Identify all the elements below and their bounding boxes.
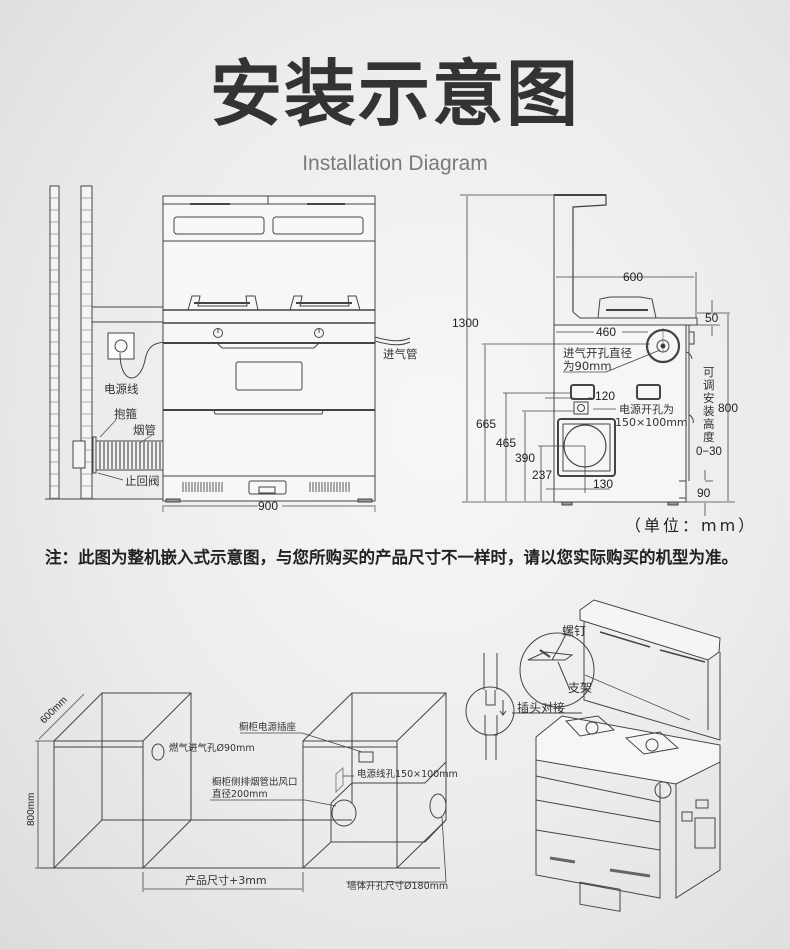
wall-socket	[107, 332, 135, 360]
power-cord-line	[119, 341, 166, 379]
dim-800mm: 800mm	[26, 793, 37, 826]
dim-130: 130	[593, 477, 613, 491]
label-bracket: 支架	[568, 681, 592, 695]
label-clamp: 抱箍	[114, 407, 137, 421]
svg-text:调: 调	[703, 378, 715, 392]
dim-50: 50	[705, 311, 719, 325]
label-check-valve: 止回阀	[125, 474, 160, 488]
label-gas-hole-1: 进气开孔直径	[563, 346, 632, 360]
label-flue-pipe: 烟管	[133, 423, 156, 437]
dim-800: 800	[718, 401, 738, 415]
label-power-hole-2: 150×100mm	[615, 416, 688, 429]
label-product-size: 产品尺寸+3mm	[185, 873, 267, 887]
label-flue-outlet-1: 橱柜侧排烟管出风口	[212, 776, 298, 788]
dim-390: 390	[515, 451, 535, 465]
label-gas-hole-2: 为90mm	[563, 359, 612, 373]
svg-text:0−30: 0−30	[696, 446, 722, 458]
adjustable-height-label: 可 调 安 装 高 度 0−30	[696, 365, 722, 458]
cooker-side	[553, 194, 698, 506]
page-subtitle: Installation Diagram	[302, 152, 488, 175]
label-wall-hole: 墙体开孔尺寸Ø180mm	[347, 880, 448, 892]
dim-600: 600	[623, 270, 643, 284]
unit-note: （单位：mm）	[625, 516, 758, 535]
dim-465: 465	[496, 436, 516, 450]
dim-120: 120	[595, 389, 615, 403]
label-plug-connect: 插头对接	[517, 700, 565, 715]
flue-pipe	[95, 440, 165, 471]
page-title: 安装示意图	[209, 52, 580, 136]
cooker-iso	[535, 715, 721, 912]
power-hole-icon	[573, 401, 589, 415]
svg-text:度: 度	[703, 430, 715, 444]
socket-icon	[358, 751, 374, 763]
label-power-cable-hole: 电源线孔150×100mm	[357, 768, 458, 780]
svg-text:装: 装	[703, 404, 715, 418]
svg-text:可: 可	[703, 365, 715, 379]
label-power-socket: 橱柜电源插座	[239, 721, 297, 733]
label-power-cord: 电源线	[104, 382, 139, 396]
dim-665: 665	[476, 417, 496, 431]
label-screw: 螺钉	[562, 624, 586, 638]
disclaimer-note: 注：此图为整机嵌入式示意图，与您所购买的产品尺寸不一样时，请以您实际购买的机型为…	[45, 548, 738, 567]
dim-90: 90	[697, 486, 711, 500]
label-gas-inlet-pipe: 进气管	[383, 347, 418, 361]
label-gas-inlet-hole: 燃气进气孔Ø90mm	[169, 742, 255, 754]
dim-width-900: 900	[258, 499, 278, 513]
hood-panel	[579, 599, 721, 741]
svg-text:高: 高	[703, 417, 715, 431]
svg-text:安: 安	[703, 391, 715, 405]
cooker-front	[162, 195, 376, 503]
dim-237: 237	[532, 468, 552, 482]
dim-1300: 1300	[452, 316, 479, 330]
label-power-hole-1: 电源开孔为	[619, 402, 674, 416]
label-flue-outlet-2: 直径200mm	[212, 788, 268, 800]
dim-460: 460	[596, 325, 616, 339]
